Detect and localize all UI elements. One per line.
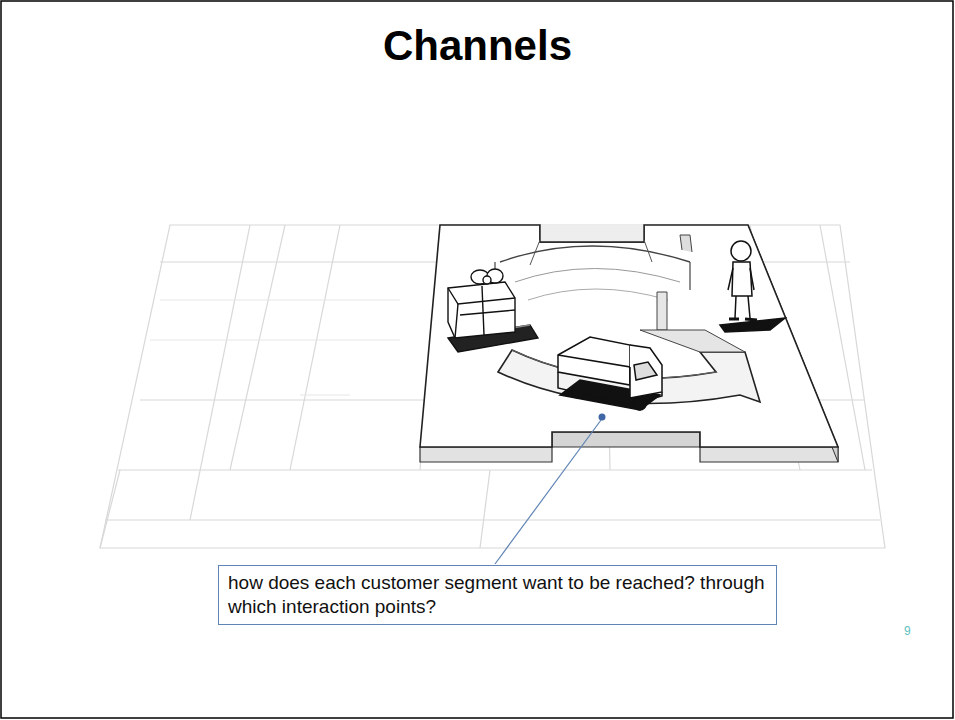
slide-title: Channels (0, 22, 955, 70)
callout-box: how does each customer segment want to b… (218, 565, 777, 625)
leader-line (495, 414, 606, 565)
gift-icon (448, 269, 538, 352)
customer-figure (720, 241, 785, 332)
canvas-grid (100, 225, 885, 548)
canvas-block (420, 225, 838, 462)
page-number: 9 (904, 624, 911, 638)
callout-text: how does each customer segment want to b… (228, 571, 767, 619)
truck-icon (558, 337, 662, 410)
